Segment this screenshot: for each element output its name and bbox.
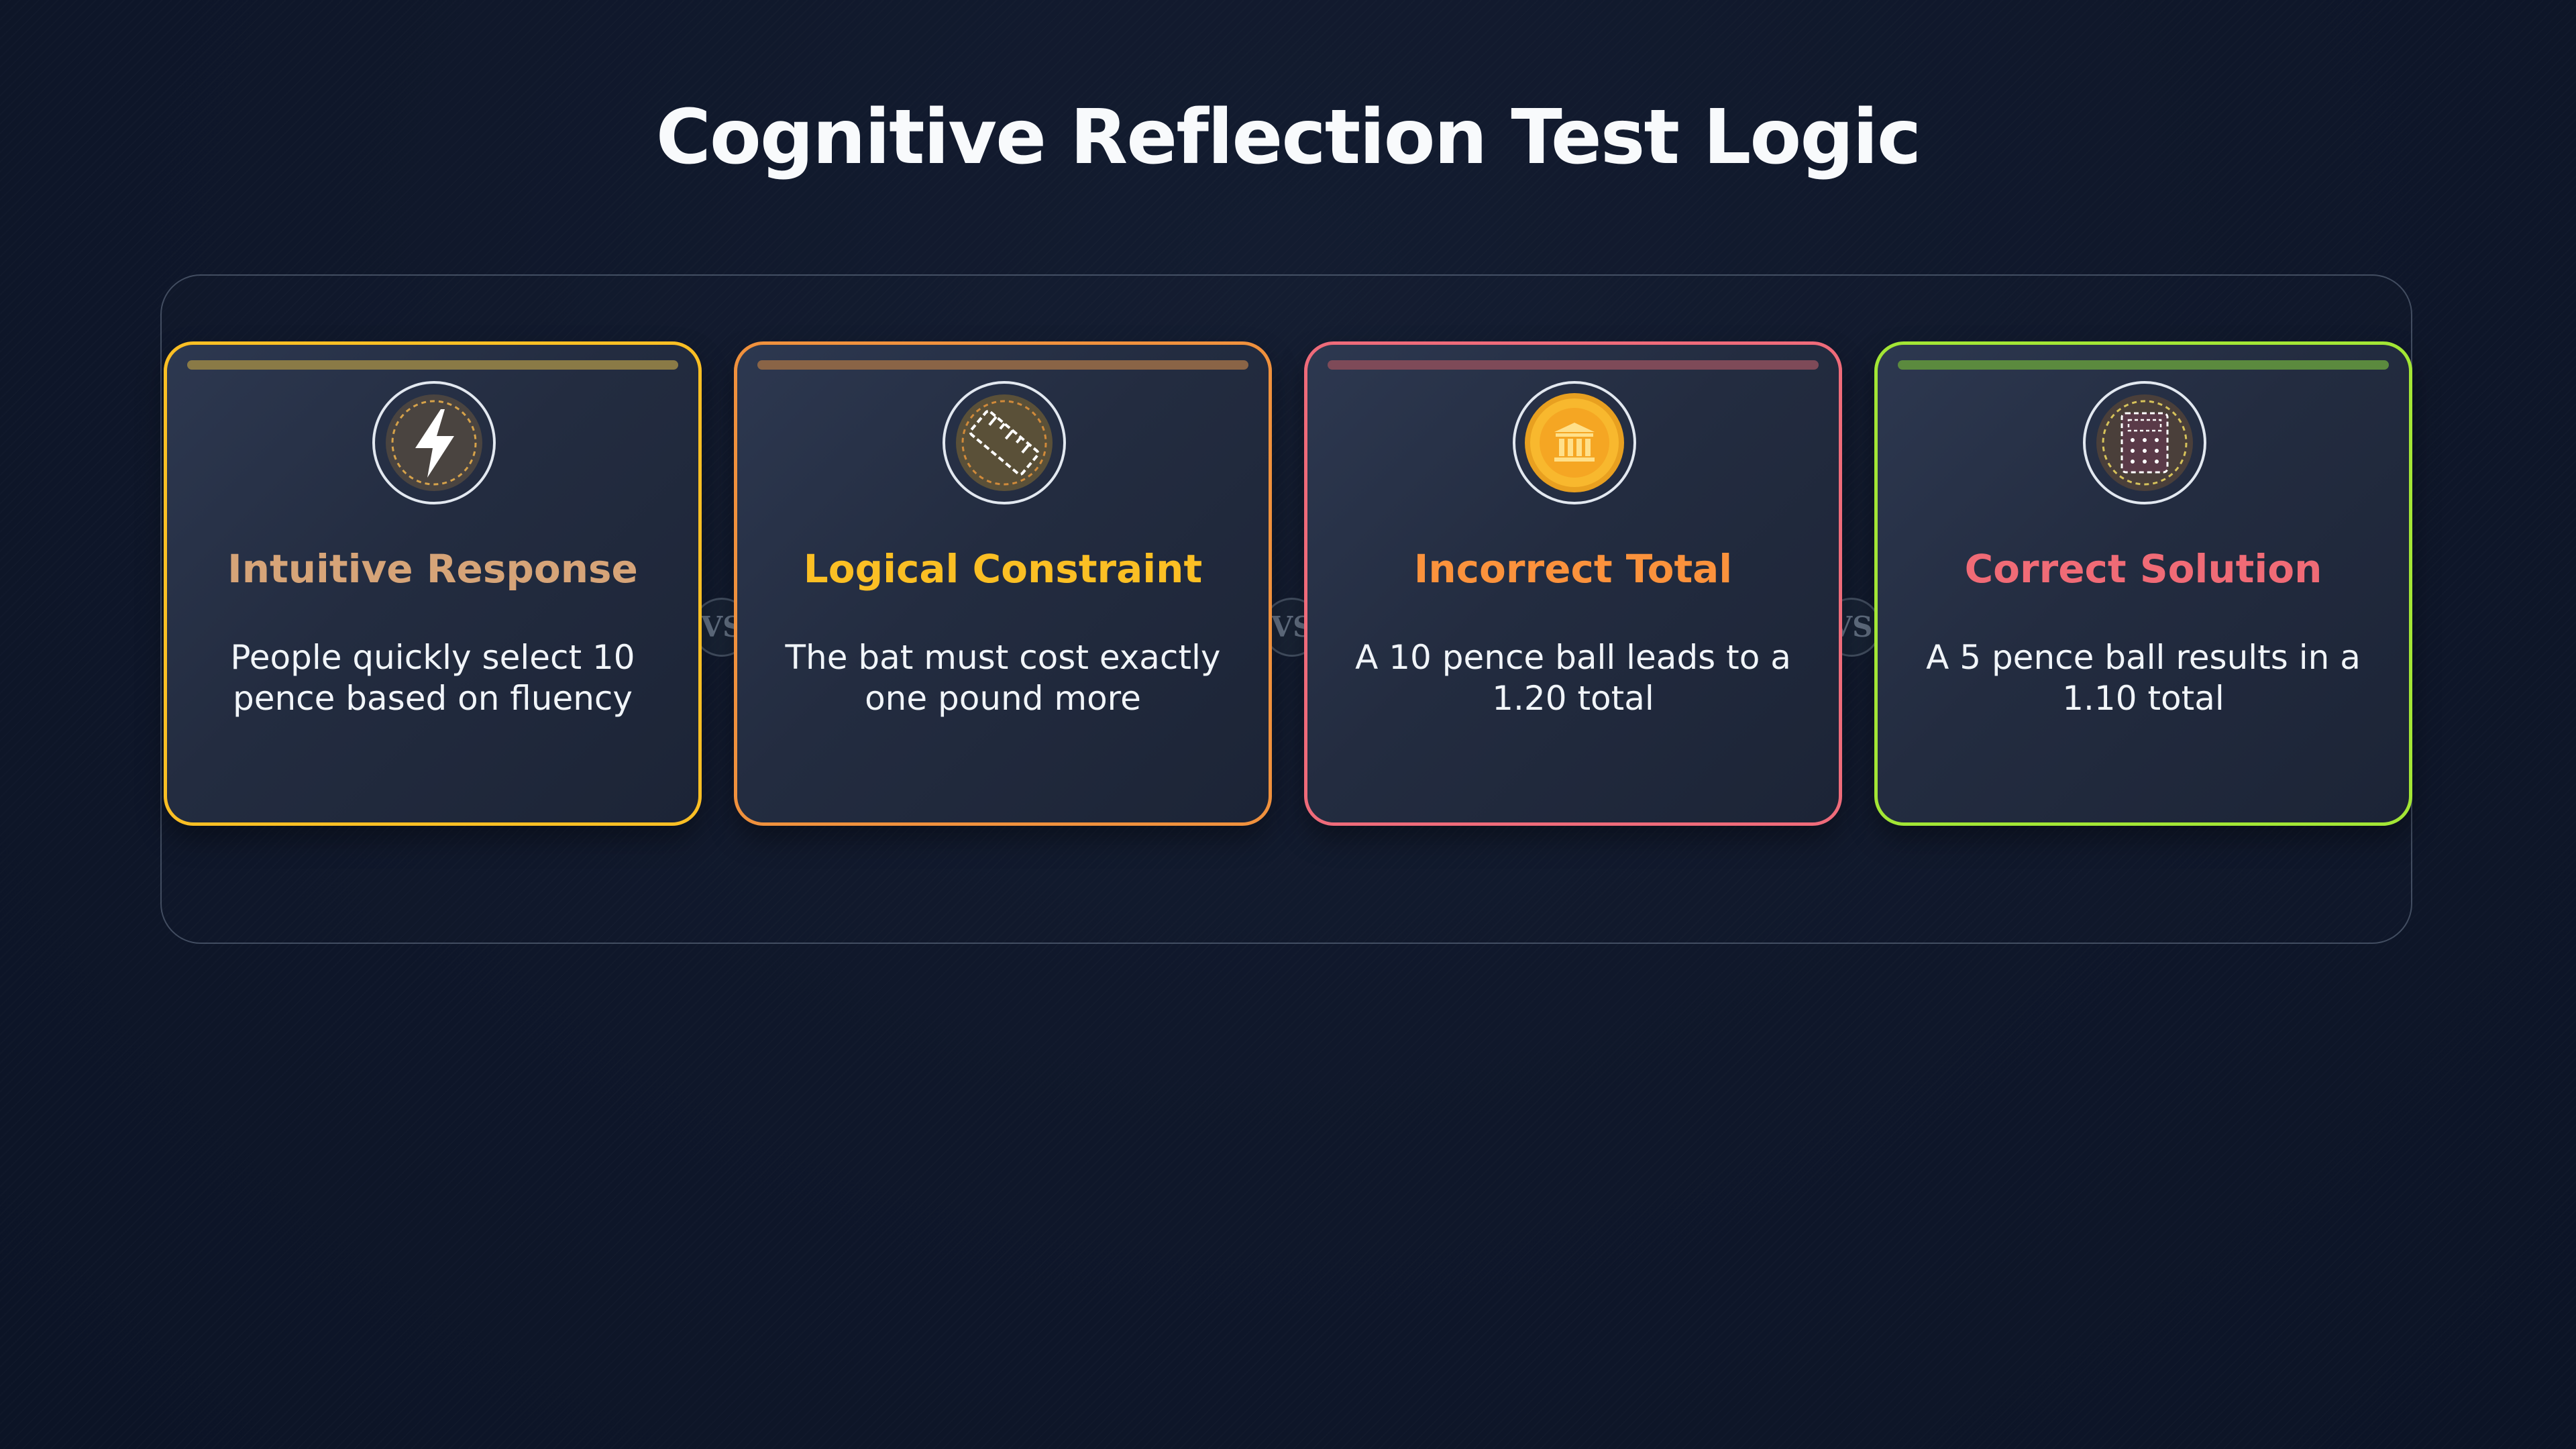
- card-logical-constraint: Logical Constraint The bat must cost exa…: [734, 341, 1272, 826]
- card-description: A 5 pence ball results in a 1.10 total: [1926, 638, 2361, 718]
- card-intuitive-response: Intuitive Response People quickly select…: [164, 341, 702, 826]
- card-description: The bat must cost exactly one pound more: [785, 638, 1221, 718]
- card-accent-bar: [1328, 360, 1819, 370]
- card-description: A 10 pence ball leads to a 1.20 total: [1355, 638, 1791, 718]
- card-accent-bar: [757, 360, 1248, 370]
- card-incorrect-total: Incorrect Total A 10 pence ball leads to…: [1304, 341, 1842, 826]
- card-correct-solution: Correct Solution A 5 pence ball results …: [1874, 341, 2412, 826]
- card-accent-bar: [187, 360, 678, 370]
- card-description: People quickly select 10 pence based on …: [230, 638, 635, 718]
- card-title: Logical Constraint: [803, 546, 1203, 592]
- card-title: Correct Solution: [1964, 546, 2322, 592]
- card-title: Intuitive Response: [227, 546, 638, 592]
- card-accent-bar: [1898, 360, 2389, 370]
- card-title: Incorrect Total: [1413, 546, 1733, 592]
- page-title: Cognitive Reflection Test Logic: [655, 94, 1922, 181]
- ruler-icon: [943, 381, 1066, 504]
- lightning-bolt-icon: [372, 381, 496, 504]
- coin-bank-icon: [1513, 381, 1636, 504]
- calculator-icon: [2083, 381, 2206, 504]
